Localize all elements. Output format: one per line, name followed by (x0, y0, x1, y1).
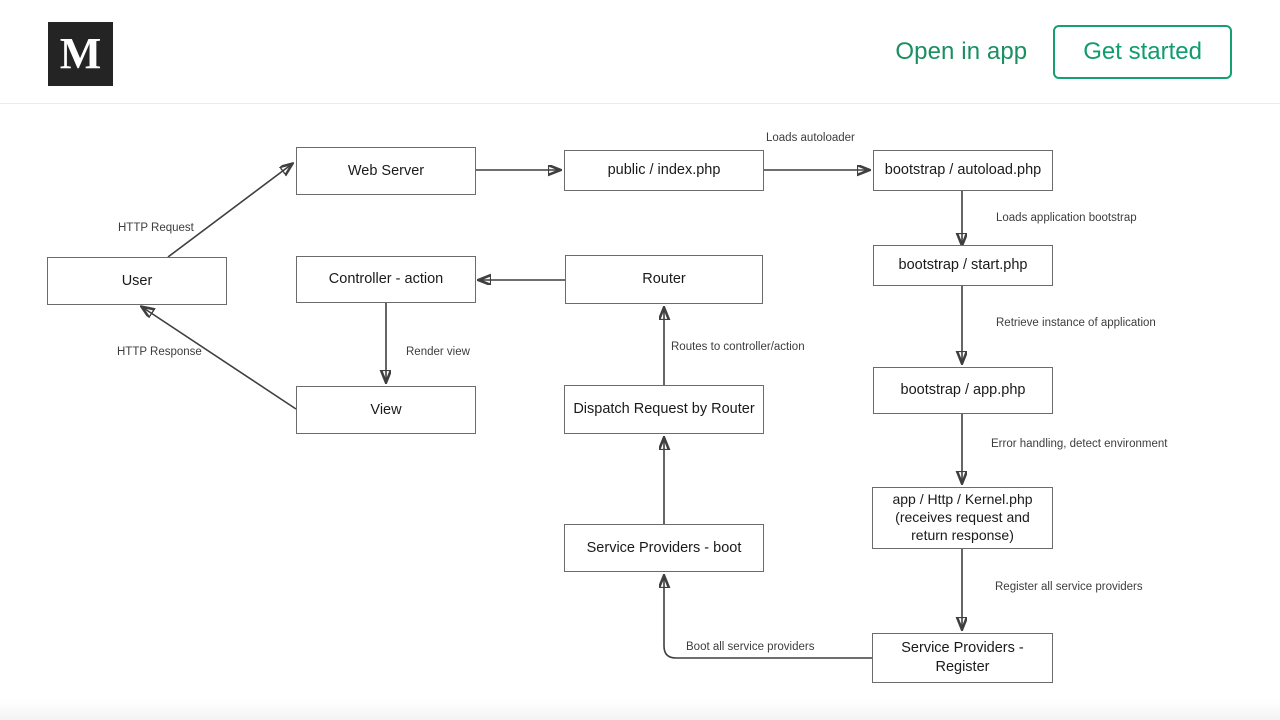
node-router-label: Router (642, 271, 686, 288)
node-controller-action-label: Controller - action (328, 271, 444, 288)
node-app-php-label: bootstrap / app.php (900, 382, 1026, 399)
node-providers-register[interactable]: Service Providers - Register (872, 633, 1053, 683)
node-view[interactable]: View (296, 386, 476, 434)
node-start-php-label: bootstrap / start.php (898, 257, 1028, 274)
node-user[interactable]: User (47, 257, 227, 305)
node-web-server[interactable]: Web Server (296, 147, 476, 195)
edge-label-http-request: HTTP Request (118, 222, 194, 234)
node-index-php[interactable]: public / index.php (564, 150, 764, 191)
node-view-label: View (370, 401, 402, 418)
node-user-label: User (121, 272, 153, 289)
node-kernel-php-label: app / Http / Kernel.php (receives reques… (892, 491, 1033, 543)
node-kernel-php[interactable]: app / Http / Kernel.php (receives reques… (872, 487, 1053, 549)
open-in-app-button[interactable]: Open in app (895, 38, 1028, 65)
node-dispatch-request[interactable]: Dispatch Request by Router (564, 385, 764, 434)
edge-label-boot-providers: Boot all service providers (686, 641, 815, 653)
page-bottom-shadow (0, 700, 1280, 720)
edge-user-to-webserver (167, 164, 292, 258)
edge-label-loads-autoloader: Loads autoloader (766, 132, 855, 144)
edge-label-error-handling: Error handling, detect environment (991, 438, 1168, 450)
node-router[interactable]: Router (565, 255, 763, 304)
node-autoload-php[interactable]: bootstrap / autoload.php (873, 150, 1053, 191)
node-controller-action[interactable]: Controller - action (296, 256, 476, 303)
edge-label-routes-to-controller: Routes to controller/action (671, 341, 805, 353)
edge-label-register-providers: Register all service providers (995, 581, 1143, 593)
node-providers-boot-label: Service Providers - boot (586, 539, 742, 556)
get-started-button[interactable]: Get started (1053, 24, 1232, 80)
edge-label-retrieve-instance: Retrieve instance of application (996, 317, 1156, 329)
flowchart-diagram: User Web Server public / index.php boots… (0, 104, 1280, 700)
medium-logo[interactable]: M (48, 22, 113, 86)
site-header: M Open in app Get started (0, 0, 1280, 104)
node-autoload-php-label: bootstrap / autoload.php (884, 162, 1042, 179)
logo-letter: M (59, 29, 102, 78)
node-web-server-label: Web Server (347, 162, 425, 179)
node-index-php-label: public / index.php (607, 162, 721, 179)
node-dispatch-request-label: Dispatch Request by Router (573, 401, 755, 418)
edge-label-http-response: HTTP Response (117, 346, 202, 358)
node-providers-boot[interactable]: Service Providers - boot (564, 524, 764, 572)
node-providers-register-label: Service Providers - Register (901, 640, 1024, 675)
edge-label-render-view: Render view (406, 346, 470, 358)
node-start-php[interactable]: bootstrap / start.php (873, 245, 1053, 286)
edge-label-loads-application-bootstrap: Loads application bootstrap (996, 212, 1137, 224)
node-app-php[interactable]: bootstrap / app.php (873, 367, 1053, 414)
header-actions: Open in app Get started (895, 0, 1232, 104)
